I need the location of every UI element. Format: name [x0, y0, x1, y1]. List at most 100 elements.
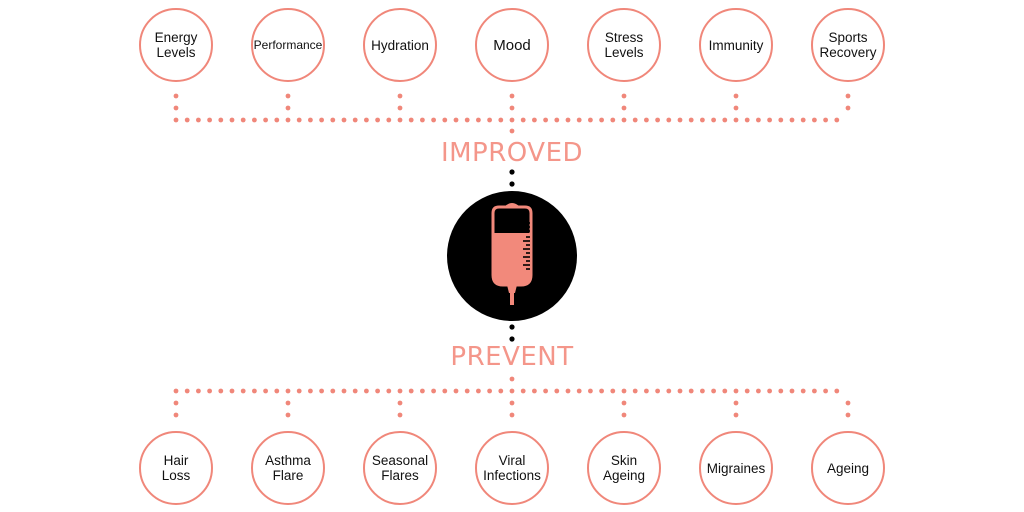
prevent-heading: PREVENT [450, 342, 574, 372]
connector-dot [632, 388, 638, 394]
connector-dot [207, 117, 213, 123]
connector-dot [700, 388, 705, 394]
connector-dot [364, 388, 369, 394]
connector-dot [700, 117, 705, 123]
connector-dot [845, 400, 851, 406]
connector-dot [296, 117, 302, 123]
connector-dot [397, 400, 403, 406]
connector-dot [218, 117, 224, 123]
connector-dot [240, 388, 246, 394]
connector-dot [520, 117, 526, 123]
connector-dot [420, 388, 425, 394]
connector-dot [632, 117, 638, 123]
connector-dot [711, 117, 716, 123]
connector-dot [285, 400, 291, 406]
connector-dot [666, 388, 672, 394]
center-connector-dot [509, 336, 515, 342]
improved-item-line1: Immunity [708, 37, 764, 53]
connector-dot [722, 117, 728, 123]
connector-dot [554, 117, 560, 123]
improved-item-line1: Sports [828, 30, 868, 45]
connector-dot [845, 105, 851, 111]
connector-dot [711, 388, 716, 394]
connector-dot [599, 117, 604, 123]
connector-dot [364, 117, 369, 123]
connector-dot [644, 388, 649, 394]
connector-dot [509, 388, 515, 394]
connector-dot [688, 117, 694, 123]
connector-dot [285, 412, 291, 418]
improved-item-line1: Stress [604, 30, 644, 45]
connector-dot [610, 117, 616, 123]
connector-dot [509, 128, 515, 134]
connector-dot [509, 117, 515, 123]
connector-dot [845, 93, 851, 99]
connector-dot [789, 117, 795, 123]
connector-dot [173, 117, 179, 123]
prevent-item-migraines: Migraines [699, 431, 773, 505]
connector-dot [229, 117, 235, 123]
connector-dot [554, 388, 560, 394]
connector-dot [509, 105, 515, 111]
prevent-item-line1: Ageing [826, 460, 870, 476]
connector-dot [319, 388, 324, 394]
improved-item-line1: Hydration [371, 37, 429, 53]
connector-dot [442, 117, 448, 123]
prevent-item-line2: Infections [483, 468, 541, 483]
connector-dot [184, 388, 190, 394]
connector-dot [722, 388, 728, 394]
connector-dot [565, 388, 571, 394]
connector-dot [285, 388, 291, 394]
connector-dot [621, 93, 627, 99]
prevent-item-line1: Skin [610, 453, 638, 468]
connector-dot [733, 117, 739, 123]
connector-dot [173, 388, 179, 394]
connector-dot [184, 117, 190, 123]
connector-dot [823, 117, 828, 123]
connector-dot [285, 93, 291, 99]
connector-dot [778, 388, 784, 394]
connector-dot [252, 388, 257, 394]
connector-dot [487, 117, 492, 123]
connector-dot [352, 388, 358, 394]
iv-drip-bag-icon [491, 203, 533, 305]
prevent-item-line1: Asthma [265, 453, 311, 468]
connector-dot [498, 388, 504, 394]
improved-item-line1: Energy [154, 30, 198, 45]
connector-dot [476, 117, 481, 123]
connector-dot [767, 388, 772, 394]
improved-heading: IMPROVED [440, 138, 584, 168]
connector-dot [274, 117, 280, 123]
connector-dot [610, 388, 616, 394]
connector-dot [677, 388, 683, 394]
connector-dot [532, 117, 537, 123]
connector-dot [386, 388, 392, 394]
connector-dot [621, 400, 627, 406]
prevent-item-ageing: Ageing [811, 431, 885, 505]
connector-dot [599, 388, 604, 394]
connector-dot [408, 117, 414, 123]
connector-dot [196, 117, 201, 123]
connector-dot [476, 388, 481, 394]
connector-dot [778, 117, 784, 123]
connector-dot [296, 388, 302, 394]
connector-dot [789, 388, 795, 394]
connector-dot [308, 388, 313, 394]
connector-dot [431, 117, 436, 123]
connector-dot [621, 412, 627, 418]
connector-dot [655, 117, 660, 123]
connector-dot [800, 117, 806, 123]
connector-dot [397, 388, 403, 394]
improved-item-mood: Mood [475, 8, 549, 82]
connector-dot [442, 388, 448, 394]
improved-item-line1: Mood [493, 36, 531, 54]
improved-item-hydration: Hydration [363, 8, 437, 82]
connector-dot [240, 117, 246, 123]
improved-item-line2: Recovery [819, 45, 877, 60]
connector-dot [509, 400, 515, 406]
